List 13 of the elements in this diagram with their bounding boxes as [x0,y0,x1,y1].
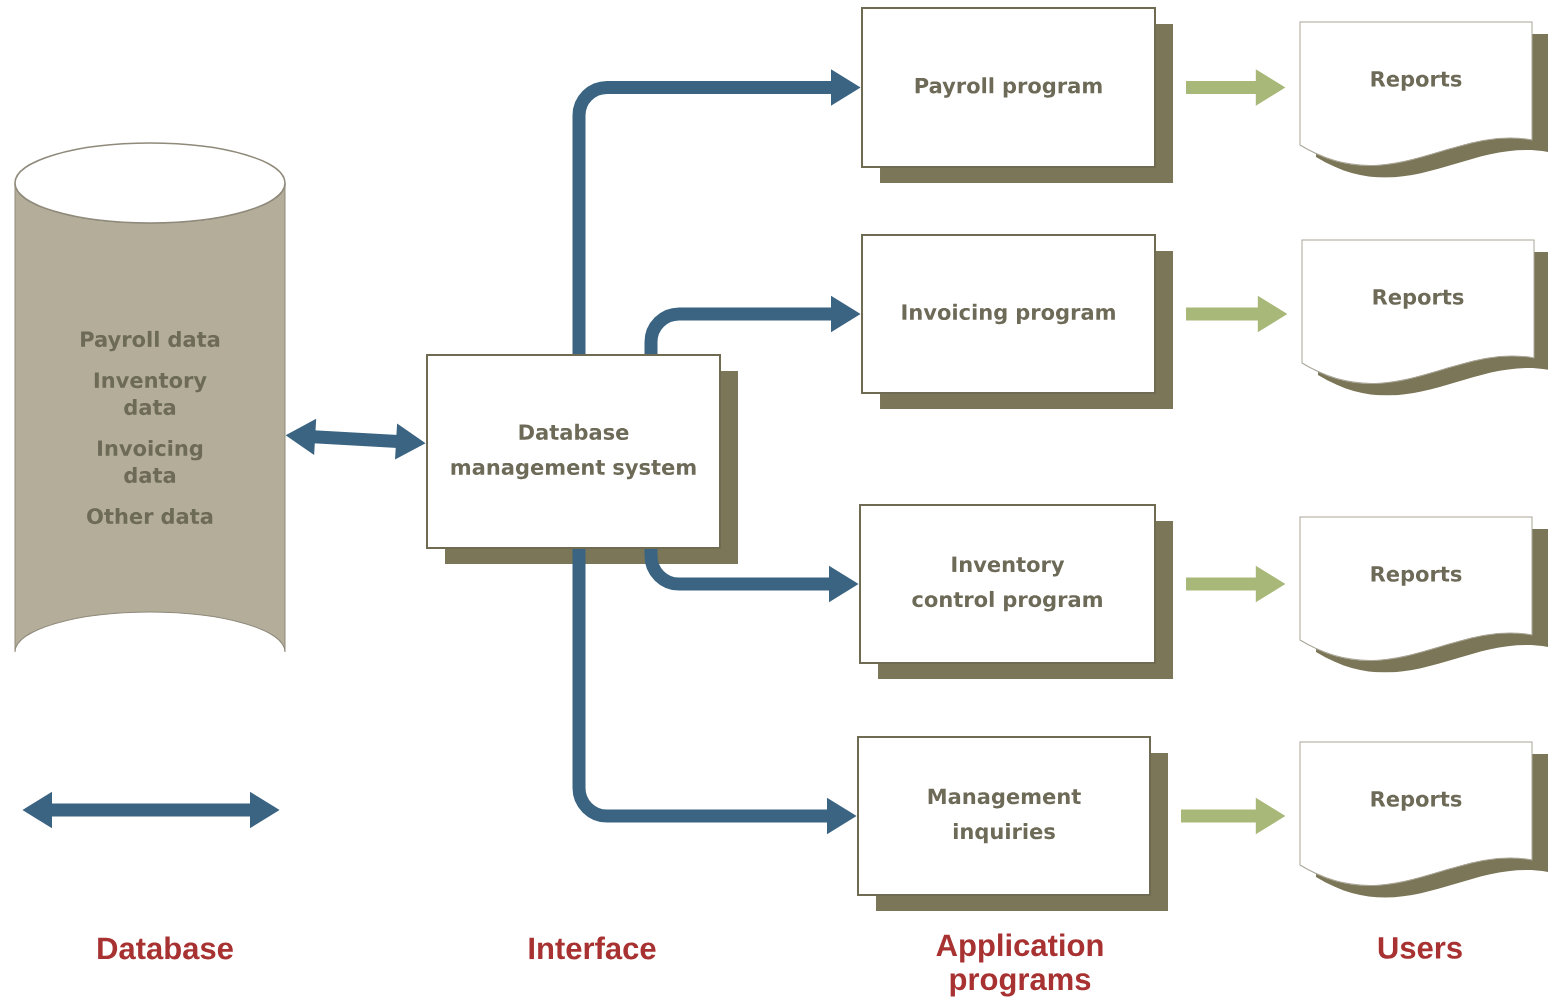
program-box: Invoicing program [861,234,1173,409]
report-document: Reports [1299,741,1548,898]
column-heading: Database [98,936,233,960]
program-box: Management inquiries [857,736,1168,911]
column-heading: Users [1378,937,1462,959]
program-box: Payroll program [861,7,1173,183]
database-cylinder: Payroll data Inventory data Invoicing data Other data [14,142,286,653]
program-box: Database management system [426,354,738,564]
column-heading: Interface [529,936,656,960]
program-box: Inventory control program [859,504,1173,679]
report-document: Reports [1299,516,1548,673]
report-document: Reports [1301,239,1548,396]
report-document: Reports [1299,21,1548,178]
